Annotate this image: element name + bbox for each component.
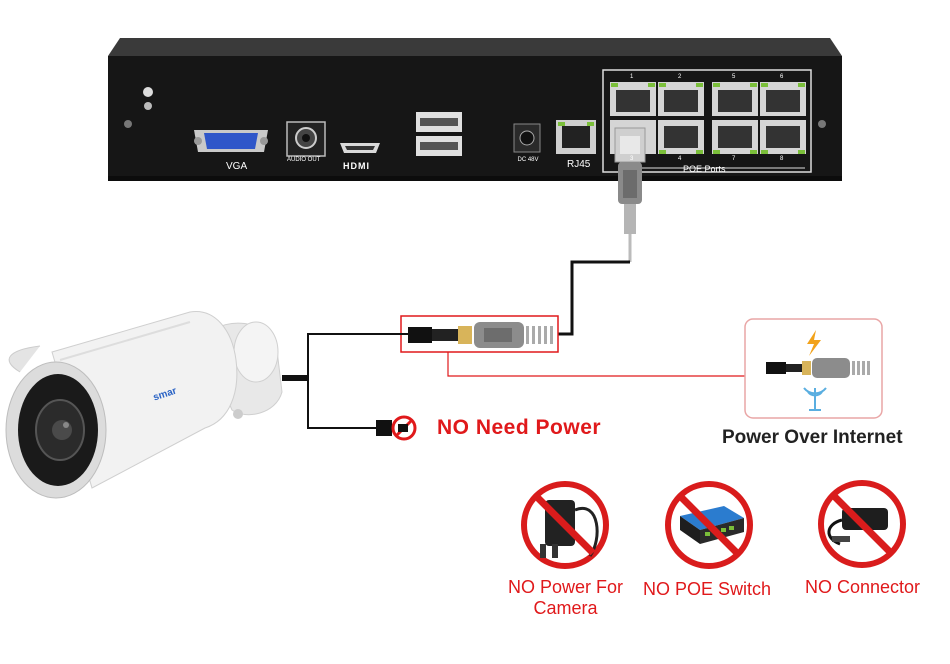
screw-icon <box>818 120 826 128</box>
hdmi-label: HDMI <box>343 161 370 171</box>
no-power-adapter-sign <box>521 481 609 569</box>
vga-port <box>194 130 268 152</box>
no-sign-icon <box>678 494 740 556</box>
port-number: 5 <box>732 74 736 80</box>
antenna-icon <box>803 387 827 411</box>
callout-connector-line <box>447 352 745 377</box>
poe-ports-label: POE Ports <box>683 164 726 174</box>
audio-out-port <box>286 121 326 157</box>
rj45-port <box>556 120 596 154</box>
nvr-recorder <box>108 38 842 181</box>
hdmi-port <box>340 143 380 153</box>
audio-out-label: AUDIO OUT <box>287 157 321 163</box>
no-poe-switch-sign <box>665 481 753 569</box>
unused-power-plug <box>376 415 417 441</box>
no-need-power-label: NO Need Power <box>437 416 602 439</box>
port-number: 7 <box>732 156 736 162</box>
port-number: 8 <box>780 156 784 162</box>
rj45-label: RJ45 <box>567 159 591 170</box>
camera-connector <box>400 315 559 353</box>
screw-icon <box>144 102 152 110</box>
no-connector-sign <box>818 480 906 568</box>
port-number: 4 <box>678 156 682 162</box>
port-number: 1 <box>630 74 634 80</box>
poe-ports <box>602 69 812 173</box>
no-sign-icon <box>534 494 596 556</box>
ethernet-cable-plug <box>614 127 646 262</box>
lightning-icon <box>807 330 821 356</box>
vga-label: VGA <box>226 161 248 172</box>
power-over-internet-label: Power Over Internet <box>722 427 903 448</box>
usb-ports <box>416 112 462 156</box>
network-cable <box>558 260 630 336</box>
dc-power-port <box>513 123 541 153</box>
power-over-internet-panel <box>744 318 883 419</box>
no-connector-label: NO Connector <box>805 577 921 597</box>
screw-icon <box>124 120 132 128</box>
screw-icon <box>143 87 153 97</box>
port-number: 3 <box>630 156 634 162</box>
no-sign-icon <box>831 493 893 555</box>
no-power-for-camera-label: NO Power For Camera <box>507 577 624 618</box>
camera-cables <box>282 333 408 429</box>
no-poe-switch-label: NO POE Switch <box>643 579 772 599</box>
bullet-camera <box>5 311 283 499</box>
port-number: 2 <box>678 74 682 80</box>
port-number: 6 <box>780 74 784 80</box>
no-sign-icon <box>391 415 417 441</box>
dc-power-label: DC 48V <box>517 157 539 163</box>
